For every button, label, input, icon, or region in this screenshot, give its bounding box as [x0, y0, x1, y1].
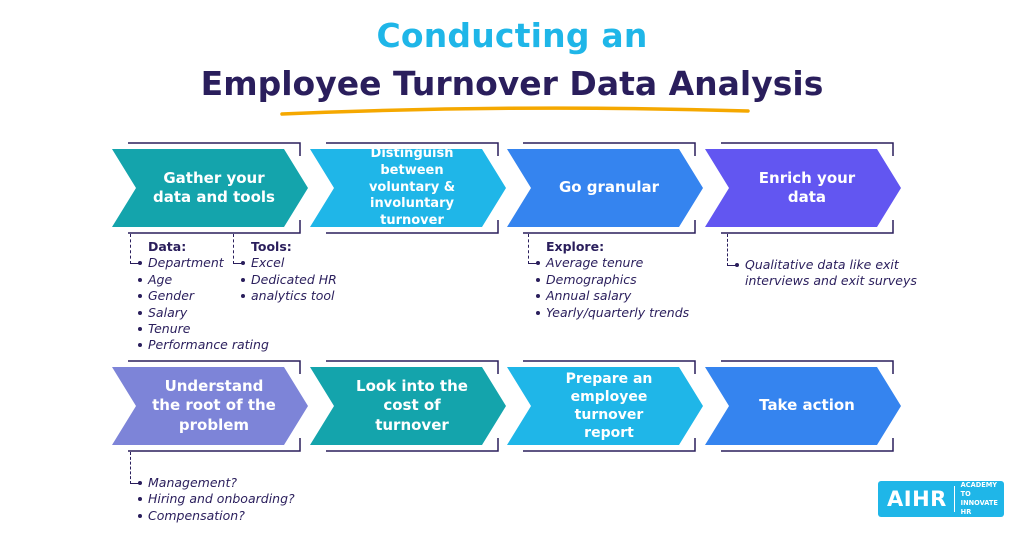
step-understand-root: Understand the root of the problem	[112, 358, 312, 454]
list-item: Yearly/quarterly trends	[530, 305, 689, 321]
step-prepare-report: Prepare an employee turnover report	[507, 358, 707, 454]
notes-heading: Tools:	[251, 239, 292, 254]
step-gather-data-and-tools: Gather your data and tools	[112, 140, 312, 236]
notes-root: Management? Hiring and onboarding? Compe…	[132, 475, 295, 524]
step-label: Prepare an employee turnover report	[565, 370, 653, 442]
title-line-2: Employee Turnover Data Analysis	[200, 64, 824, 103]
connector-data	[130, 234, 139, 264]
list-item: Compensation?	[132, 508, 295, 524]
aihr-logo: AIHR ACADEMY TO INNOVATE HR	[878, 481, 1004, 517]
chevron-shape	[507, 142, 703, 234]
chevron-shape	[112, 360, 308, 452]
chevron-shape	[705, 142, 901, 234]
step-go-granular: Go granular	[507, 140, 707, 236]
step-label: Understand the root of the problem	[152, 376, 276, 434]
notes-explore: Explore: Average tenure Demographics Ann…	[530, 239, 689, 321]
chevron-shape	[705, 360, 901, 452]
list-item: Average tenure	[530, 255, 689, 271]
connector-explore	[528, 234, 537, 264]
logo-mark: AIHR	[887, 487, 947, 511]
step-label: Distinguish between voluntary & involunt…	[368, 145, 456, 229]
list-item: Annual salary	[530, 288, 689, 304]
logo-divider	[953, 486, 955, 512]
connector-enrich	[727, 234, 736, 266]
list-item: Department	[132, 255, 269, 271]
list-item: Management?	[132, 475, 295, 491]
list-item: Salary	[132, 305, 269, 321]
list-item: Demographics	[530, 272, 689, 288]
list-item: Hiring and onboarding?	[132, 491, 295, 507]
chevron-shape	[112, 142, 308, 234]
list-item-continued: analytics tool	[235, 288, 337, 304]
logo-tagline-line-2: INNOVATE HR	[960, 499, 998, 516]
step-label: Take action	[759, 396, 855, 415]
notes-enrich: Qualitative data like exit interviews an…	[729, 257, 917, 290]
list-item-continued: interviews and exit surveys	[729, 273, 917, 289]
step-label: Look into the cost of turnover	[356, 376, 468, 434]
list-item-text: interviews and exit surveys	[745, 273, 917, 289]
list-item: Tenure	[132, 321, 269, 337]
step-take-action: Take action	[705, 358, 905, 454]
step-enrich-data: Enrich your data	[705, 140, 905, 236]
chevron-shape	[310, 142, 506, 234]
logo-tagline-line-1: ACADEMY TO	[960, 481, 998, 498]
step-label: Enrich your data	[758, 168, 856, 207]
list-item: Dedicated HR	[235, 272, 337, 288]
list-item: Gender	[132, 288, 269, 304]
list-item: Age	[132, 272, 269, 288]
notes-tools: Tools: Excel Dedicated HR analytics tool	[235, 239, 337, 305]
notes-heading: Explore:	[546, 239, 605, 254]
list-item: Performance rating	[132, 337, 269, 353]
chevron-shape	[507, 360, 703, 452]
step-distinguish-turnover: Distinguish between voluntary & involunt…	[310, 140, 510, 236]
chevron-shape	[310, 360, 506, 452]
connector-root	[130, 452, 139, 484]
title-underline	[280, 106, 750, 116]
notes-heading: Data:	[148, 239, 187, 254]
title-line-1: Conducting an	[376, 16, 648, 55]
notes-data: Data: Department Age Gender Salary Tenur…	[132, 239, 269, 354]
logo-tagline: ACADEMY TO INNOVATE HR	[955, 481, 1004, 517]
list-item-text: analytics tool	[251, 288, 335, 304]
step-label: Gather your data and tools	[153, 168, 275, 207]
step-label: Go granular	[558, 178, 660, 197]
connector-tools	[233, 234, 242, 264]
list-item: Excel	[235, 255, 337, 271]
step-cost-of-turnover: Look into the cost of turnover	[310, 358, 510, 454]
list-item: Qualitative data like exit	[729, 257, 917, 273]
